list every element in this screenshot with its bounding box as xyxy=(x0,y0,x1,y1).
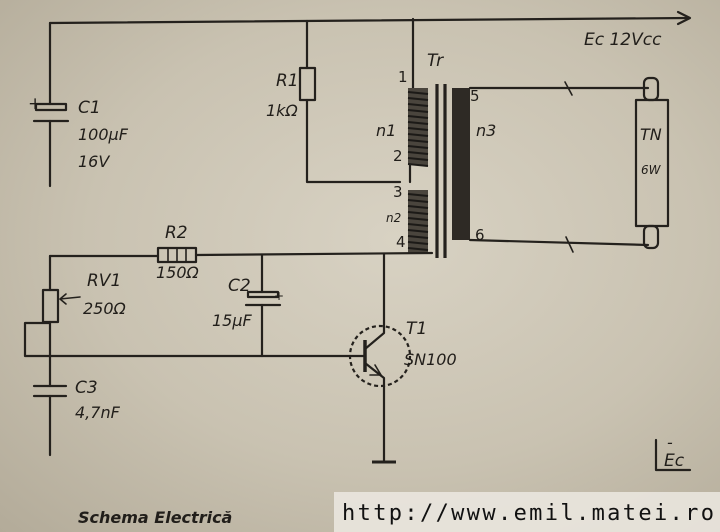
winding-n3-label: n3 xyxy=(476,121,496,140)
transformer-core xyxy=(435,84,447,258)
tube-power: 6W xyxy=(641,163,662,177)
c1-polarity: + xyxy=(28,94,42,114)
winding-n2-label: n2 xyxy=(386,211,401,225)
tr-pin-label: 6 xyxy=(475,226,485,244)
coil-turn xyxy=(407,109,429,113)
coil-turn xyxy=(407,97,429,101)
secondary-bottom-wire xyxy=(468,238,650,247)
transformer-name: Tr xyxy=(427,51,444,71)
ground-label: Ec xyxy=(664,451,685,471)
supply-label: Ec 12Vcc xyxy=(584,30,662,50)
coil-turn xyxy=(407,139,429,143)
coil-turn xyxy=(407,91,429,95)
wire-tick-mark xyxy=(564,81,573,96)
coil-turn xyxy=(407,241,429,245)
c3-value: 4,7nF xyxy=(75,403,121,422)
r1-name: R1 xyxy=(276,71,299,91)
t1-emitter-wire xyxy=(363,361,386,464)
coil-turn xyxy=(407,235,429,239)
c1-name: C1 xyxy=(78,98,101,118)
coil-turn xyxy=(407,163,429,167)
c2-name: C2 xyxy=(228,276,251,296)
tr-pin-label: 5 xyxy=(470,87,480,105)
coil-turn xyxy=(407,211,429,215)
c2-positive-plate xyxy=(246,290,280,299)
rv1-value: 250Ω xyxy=(83,299,127,318)
winding-n1-label: n1 xyxy=(376,121,396,140)
tube-bottom-cap xyxy=(642,224,660,250)
tr-pin-label: 1 xyxy=(398,68,408,86)
r1-body xyxy=(298,66,317,102)
supply-arrow-icon xyxy=(676,10,692,26)
r2-to-pin4-wire xyxy=(194,251,434,257)
r1-to-pin3-wire xyxy=(305,98,402,184)
tr-pin-label: 4 xyxy=(396,233,406,251)
c2-value: 15µF xyxy=(212,311,253,330)
t1-collector-wire xyxy=(363,252,386,351)
coil-turn xyxy=(407,121,429,125)
tr-pin-label: 3 xyxy=(393,183,403,201)
winding-n2 xyxy=(407,190,429,254)
coil-turn xyxy=(407,133,429,137)
t1-name: T1 xyxy=(406,319,427,339)
coil-turn xyxy=(407,205,429,209)
winding-n3 xyxy=(452,88,470,240)
ground-symbol-icon xyxy=(654,438,692,472)
coil-turn xyxy=(407,151,429,155)
winding-n1 xyxy=(407,88,429,167)
coil-turn xyxy=(407,145,429,149)
c3-name: C3 xyxy=(75,378,98,398)
r2-hatch xyxy=(167,247,187,263)
ground-sign: - xyxy=(667,433,673,452)
tube-name: TN xyxy=(640,125,662,144)
watermark-background xyxy=(334,492,720,532)
coil-turn xyxy=(407,193,429,197)
coil-turn xyxy=(407,103,429,107)
c1-value: 100µF xyxy=(78,125,129,144)
coil-turn xyxy=(407,115,429,119)
r1-value: 1kΩ xyxy=(266,101,298,120)
c2-polarity: + xyxy=(274,289,284,303)
rv1-wiper-arrow-icon xyxy=(58,293,81,305)
wire-tick-mark xyxy=(565,236,574,253)
tr-pin-label: 2 xyxy=(393,147,403,165)
c1-positive-plate xyxy=(34,102,68,112)
supply-rail-wire xyxy=(48,16,690,25)
r2-value: 150Ω xyxy=(156,263,200,282)
rv1-to-base-wire xyxy=(23,321,352,358)
rv1-body xyxy=(41,288,60,324)
coil-turn xyxy=(407,229,429,233)
c1-voltage: 16V xyxy=(78,152,110,171)
coil-turn xyxy=(407,223,429,227)
coil-turn xyxy=(407,199,429,203)
schematic-caption: Schema Electrică xyxy=(78,508,232,527)
coil-turn xyxy=(407,247,429,251)
t1-model: SN100 xyxy=(404,350,457,369)
coil-turn xyxy=(407,127,429,131)
coil-turn xyxy=(407,157,429,161)
r2-name: R2 xyxy=(165,223,188,243)
coil-turn xyxy=(407,217,429,221)
rv1-name: RV1 xyxy=(87,271,121,291)
t1-emitter-arrow-icon xyxy=(369,364,383,376)
